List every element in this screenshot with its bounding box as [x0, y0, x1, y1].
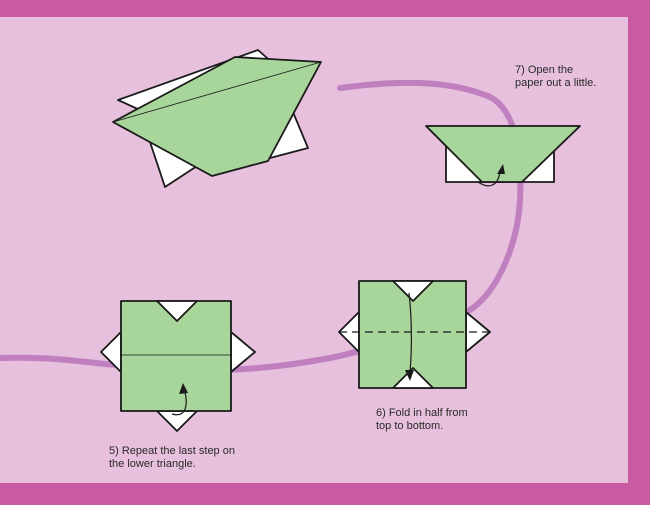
- step5-figure: [100, 300, 256, 432]
- step5-caption: 5) Repeat the last step on the lower tri…: [109, 445, 235, 471]
- step6-caption: 6) Fold in half from top to bottom.: [376, 407, 468, 433]
- step5-arrow: [171, 391, 187, 416]
- step7-caption-line2: paper out a little.: [515, 77, 597, 89]
- step7-figure: [425, 125, 581, 187]
- step7-caption: 7) Open the paper out a little.: [515, 64, 596, 90]
- diagram-panel: [0, 17, 628, 483]
- step7-arrow: [477, 171, 501, 187]
- step7-green-fold: [425, 125, 581, 183]
- step5-caption-line1: 5) Repeat the last step on: [109, 445, 235, 457]
- step5-lower-triangle: [156, 410, 198, 432]
- step5-arrow-head: [179, 383, 188, 394]
- step5-triangle-top: [156, 300, 198, 322]
- step6-arrow: [408, 292, 412, 373]
- step7-arrow-head: [497, 164, 505, 174]
- step6-figure: [338, 280, 491, 389]
- step5-caption-line2: the lower triangle.: [109, 458, 196, 470]
- step6-arrow-head: [405, 370, 414, 381]
- step6-caption-line2: top to bottom.: [376, 420, 444, 432]
- fold-crease: [112, 61, 322, 123]
- green-paper-body: [112, 56, 322, 177]
- step6-triangle-bottom: [392, 367, 434, 389]
- step6-triangle-top: [392, 280, 434, 302]
- step7-caption-line1: 7) Open the: [515, 64, 574, 76]
- finished-fold-figure: [112, 49, 322, 188]
- step6-caption-line1: 6) Fold in half from: [376, 407, 468, 419]
